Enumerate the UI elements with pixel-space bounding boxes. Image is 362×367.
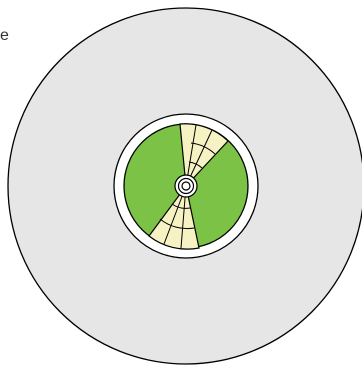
center-hole	[182, 182, 190, 190]
